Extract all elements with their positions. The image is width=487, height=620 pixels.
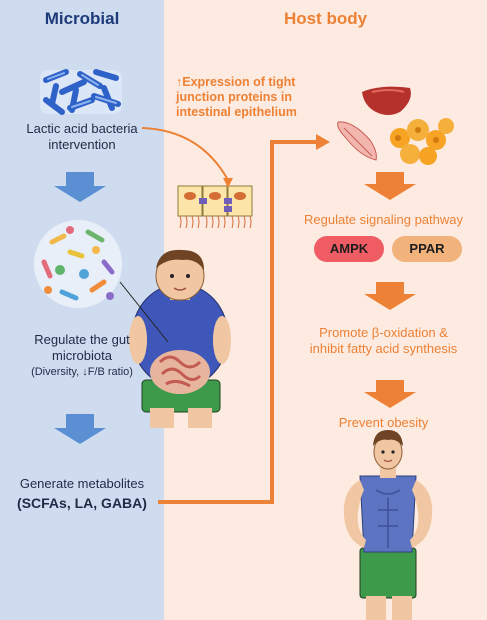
orange-down-arrow-2 xyxy=(364,282,416,310)
blue-down-arrow-1 xyxy=(54,172,106,202)
overweight-person-illustration xyxy=(129,249,231,428)
prevent-obesity-label: Prevent obesity xyxy=(338,415,429,430)
ampk-pill: AMPK xyxy=(314,236,384,262)
host-body-heading: Host body xyxy=(283,9,368,28)
lactic-acid-bacteria-label: Lactic acid bacteria intervention xyxy=(26,121,138,152)
lactic-acid-bacteria-icon xyxy=(40,69,122,115)
muscle-icon xyxy=(337,121,377,161)
ppar-pill: PPAR xyxy=(392,236,462,262)
signaling-pathway-label: Regulate signaling pathway xyxy=(304,212,463,227)
pointer-line-microbiota xyxy=(119,281,169,343)
gut-microbiota-label: Regulate the gut microbiota (Diversity, … xyxy=(31,332,133,378)
metabolites-label: Generate metabolites xyxy=(19,476,145,491)
beta-oxidation-label: Promote β-oxidation & inhibit fatty acid… xyxy=(309,325,458,356)
tight-junction-arrow xyxy=(141,127,229,181)
blue-down-arrow-2 xyxy=(54,414,106,444)
orange-down-arrow-3 xyxy=(364,380,416,408)
orange-down-arrow-1 xyxy=(364,172,416,200)
liver-icon xyxy=(362,86,411,115)
metabolites-list: (SCFAs, LA, GABA) xyxy=(17,495,147,511)
metabolite-connector-arrow xyxy=(158,140,316,504)
intestinal-epithelium-icon xyxy=(177,185,253,229)
tight-junction-note: ↑Expression of tight junction proteins i… xyxy=(176,75,297,119)
microbial-heading: Microbial xyxy=(44,9,120,28)
fit-person-illustration xyxy=(343,430,433,620)
gut-microbiota-icon xyxy=(34,220,122,308)
adipose-tissue-icon xyxy=(390,118,454,165)
